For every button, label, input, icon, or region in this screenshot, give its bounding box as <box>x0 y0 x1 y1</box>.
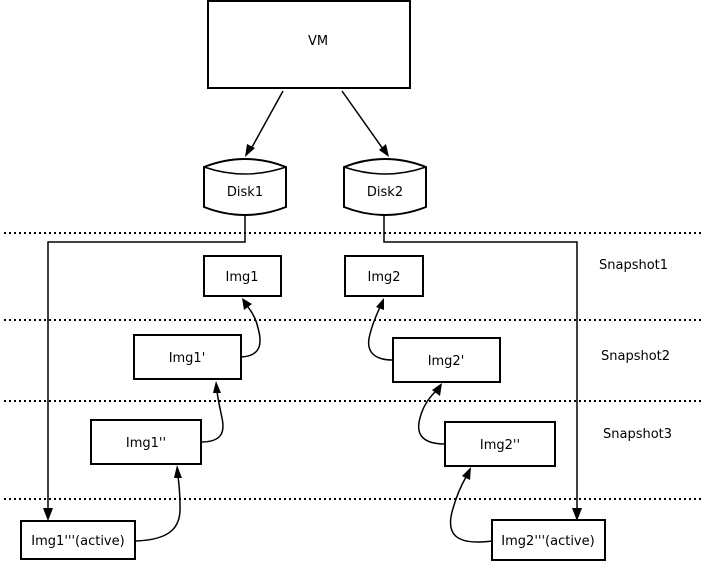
edge-disk2-img2-active <box>383 215 578 512</box>
disk1-node: Disk1 <box>203 158 287 216</box>
vm-label: VM <box>308 34 328 49</box>
edge-img1pp-img1p <box>200 390 224 443</box>
img1-prime-node: Img1' <box>133 334 242 380</box>
disk2-node: Disk2 <box>343 158 427 216</box>
disk1-rim <box>203 166 287 175</box>
img2-prime-node: Img2' <box>392 337 501 383</box>
edge-img2pp-img2p <box>417 391 446 445</box>
arrowhead-img2ppp-img2pp <box>462 467 471 480</box>
img2-prime-label: Img2' <box>428 354 465 369</box>
arrowhead-vm-disk2 <box>379 144 389 157</box>
img1-double-prime-node: Img1'' <box>90 419 202 465</box>
img1-active-label: Img1'''(active) <box>31 534 124 549</box>
img2-double-prime-node: Img2'' <box>444 421 556 467</box>
edge-img1ppp-img1pp <box>134 475 181 542</box>
arrowhead-disk2-img2-active <box>572 508 582 521</box>
snapshot3-label: Snapshot3 <box>603 427 672 442</box>
img1-active-node: Img1'''(active) <box>20 520 136 560</box>
arrowhead-disk1-img1-active <box>43 508 53 521</box>
arrowhead-vm-disk1 <box>245 144 255 157</box>
vm-node: VM <box>207 0 411 89</box>
img2-active-label: Img2'''(active) <box>501 534 594 549</box>
snapshot2-label: Snapshot2 <box>601 349 670 364</box>
img1-label: Img1 <box>225 270 258 285</box>
img2-label: Img2 <box>367 270 400 285</box>
arrowhead-img1pp-img1p <box>213 381 221 393</box>
edge-disk1-img1-active <box>47 215 246 512</box>
img1-prime-label: Img1' <box>169 351 206 366</box>
img1-double-prime-label: Img1'' <box>126 436 166 451</box>
arrowhead-img1p-img1 <box>242 298 252 310</box>
snapshot1-label: Snapshot1 <box>599 258 668 273</box>
arrowhead-img2pp-img2p <box>432 383 442 396</box>
disk2-rim <box>343 166 427 175</box>
img2-active-node: Img2'''(active) <box>491 519 606 561</box>
edge-vm-disk2 <box>341 90 384 150</box>
edge-vm-disk1 <box>250 90 284 150</box>
disk2-label: Disk2 <box>367 185 403 200</box>
edge-img2ppp-img2pp <box>449 476 493 543</box>
img1-node: Img1 <box>203 255 282 297</box>
disk1-label: Disk1 <box>227 185 263 200</box>
edge-img2p-img2 <box>367 306 394 361</box>
arrowhead-img1ppp-img1pp <box>174 465 182 478</box>
arrowhead-img2p-img2 <box>376 298 384 310</box>
img2-node: Img2 <box>344 255 424 297</box>
img2-double-prime-label: Img2'' <box>480 438 520 453</box>
edge-img1p-img1 <box>240 306 261 358</box>
